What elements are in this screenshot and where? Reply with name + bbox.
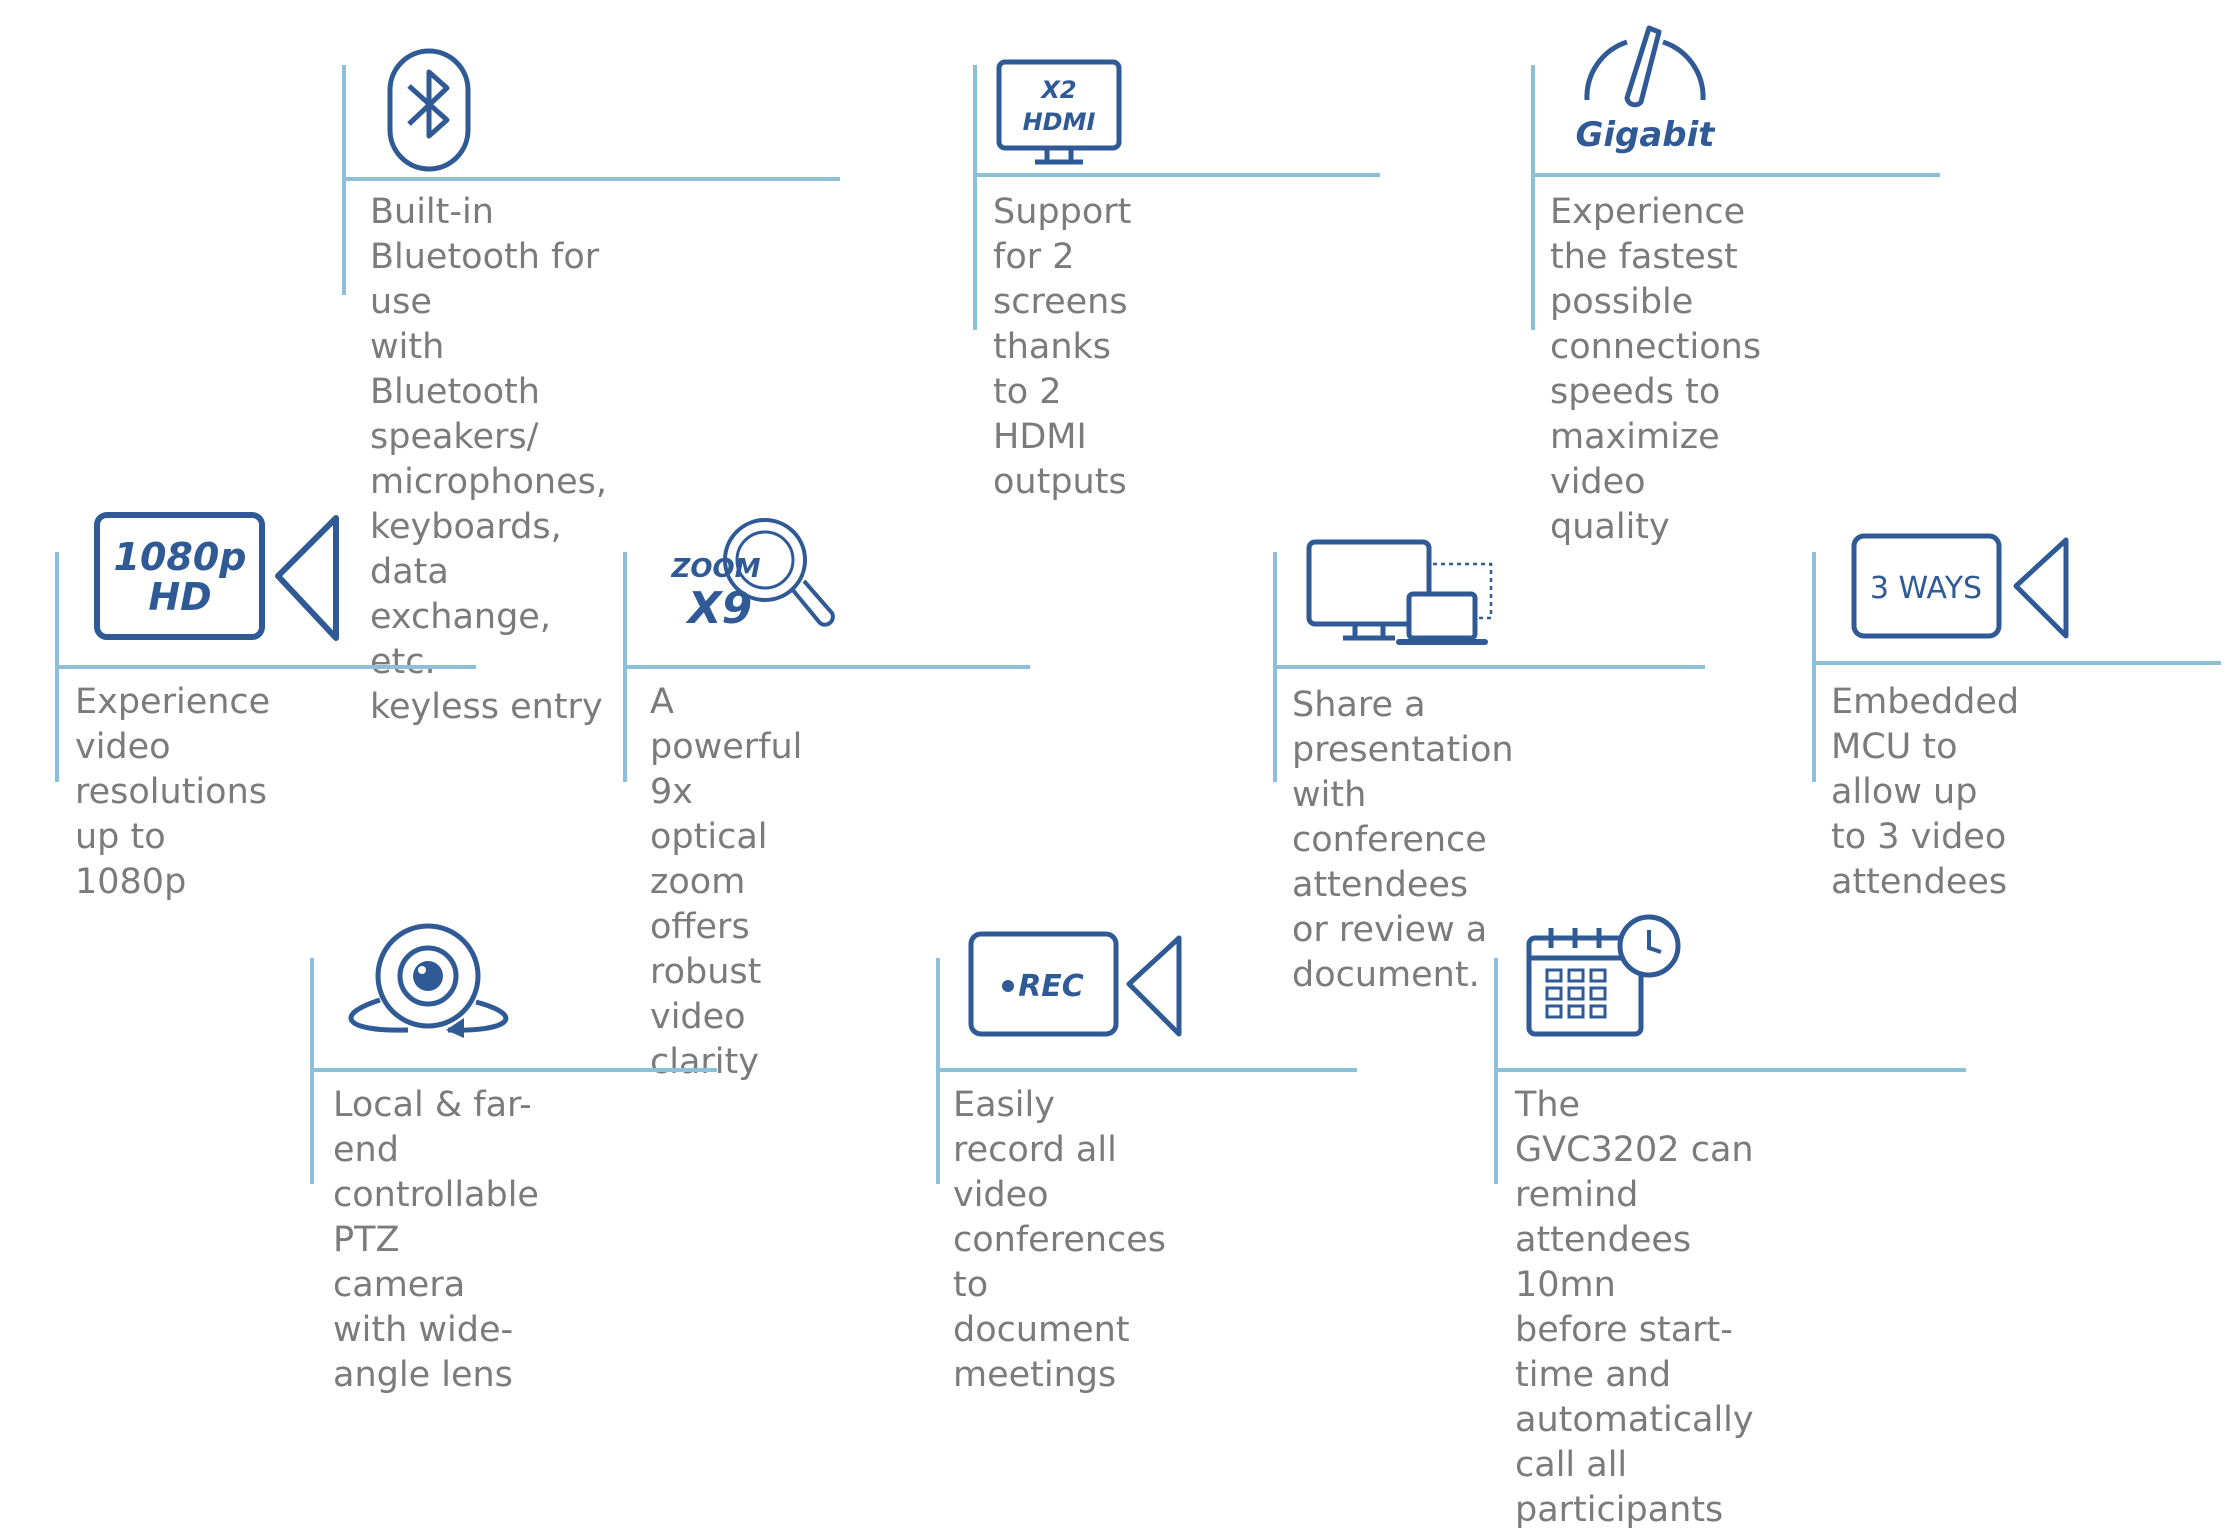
icon-label: Gigabit [1575, 115, 1715, 155]
feature-description: Easily record all video conferences to d… [953, 1085, 1167, 1395]
icon-label: ZOOM [671, 554, 761, 584]
divider [1273, 665, 1705, 669]
feature-description: Embedded MCU to allow up to 3 video atte… [1831, 682, 2020, 902]
ptz-camera-icon [348, 923, 509, 1038]
divider [623, 665, 1030, 669]
calendar-clock-icon [1526, 914, 1681, 1037]
hd-camera-icon: 1080p HD [94, 512, 339, 641]
icon-label: 1080p [114, 535, 247, 579]
zoom-magnifier-icon: ZOOM X9 [671, 518, 835, 634]
hdmi-monitor-icon: X2 HDMI [996, 59, 1122, 165]
icon-label: REC [1018, 969, 1084, 1004]
record-camera-icon: REC [968, 931, 1182, 1037]
feature-description: Built-in Bluetooth for use with Bluetoot… [370, 192, 607, 727]
divider [55, 665, 476, 669]
icon-label: HD [148, 575, 211, 619]
icon-label: HDMI [1023, 108, 1096, 136]
divider [936, 1068, 1357, 1072]
divider [1531, 65, 1535, 330]
divider [1812, 552, 1816, 782]
divider [310, 1068, 717, 1072]
feature-description: Local & far-end controllable PTZ camera … [333, 1085, 539, 1395]
feature-description: Share a presentation with conference att… [1292, 685, 1514, 995]
divider [1494, 1068, 1966, 1072]
feature-description: Support for 2 screens thanks to 2 HDMI o… [993, 192, 1132, 502]
feature-description: Experience the fastest possible connecti… [1550, 192, 1762, 547]
divider [1531, 173, 1940, 177]
icon-label: 3 WAYS [1870, 571, 1982, 606]
bluetooth-icon [387, 48, 471, 172]
icon-label: X9 [685, 583, 753, 634]
divider [342, 177, 840, 181]
feature-description: A powerful 9x optical zoom offers robust… [650, 682, 803, 1082]
icon-label: X2 [1039, 76, 1076, 104]
feature-description: Experience video resolutions up to 1080p [75, 682, 271, 902]
divider [973, 65, 977, 330]
screen-share-icon [1306, 539, 1493, 645]
divider [1812, 661, 2221, 665]
gigabit-speedometer-icon: Gigabit [1575, 25, 1715, 155]
divider [973, 173, 1380, 177]
feature-description: The GVC3202 can remind attendees 10mn be… [1515, 1085, 1754, 1530]
three-ways-camera-icon: 3 WAYS [1851, 533, 2069, 639]
